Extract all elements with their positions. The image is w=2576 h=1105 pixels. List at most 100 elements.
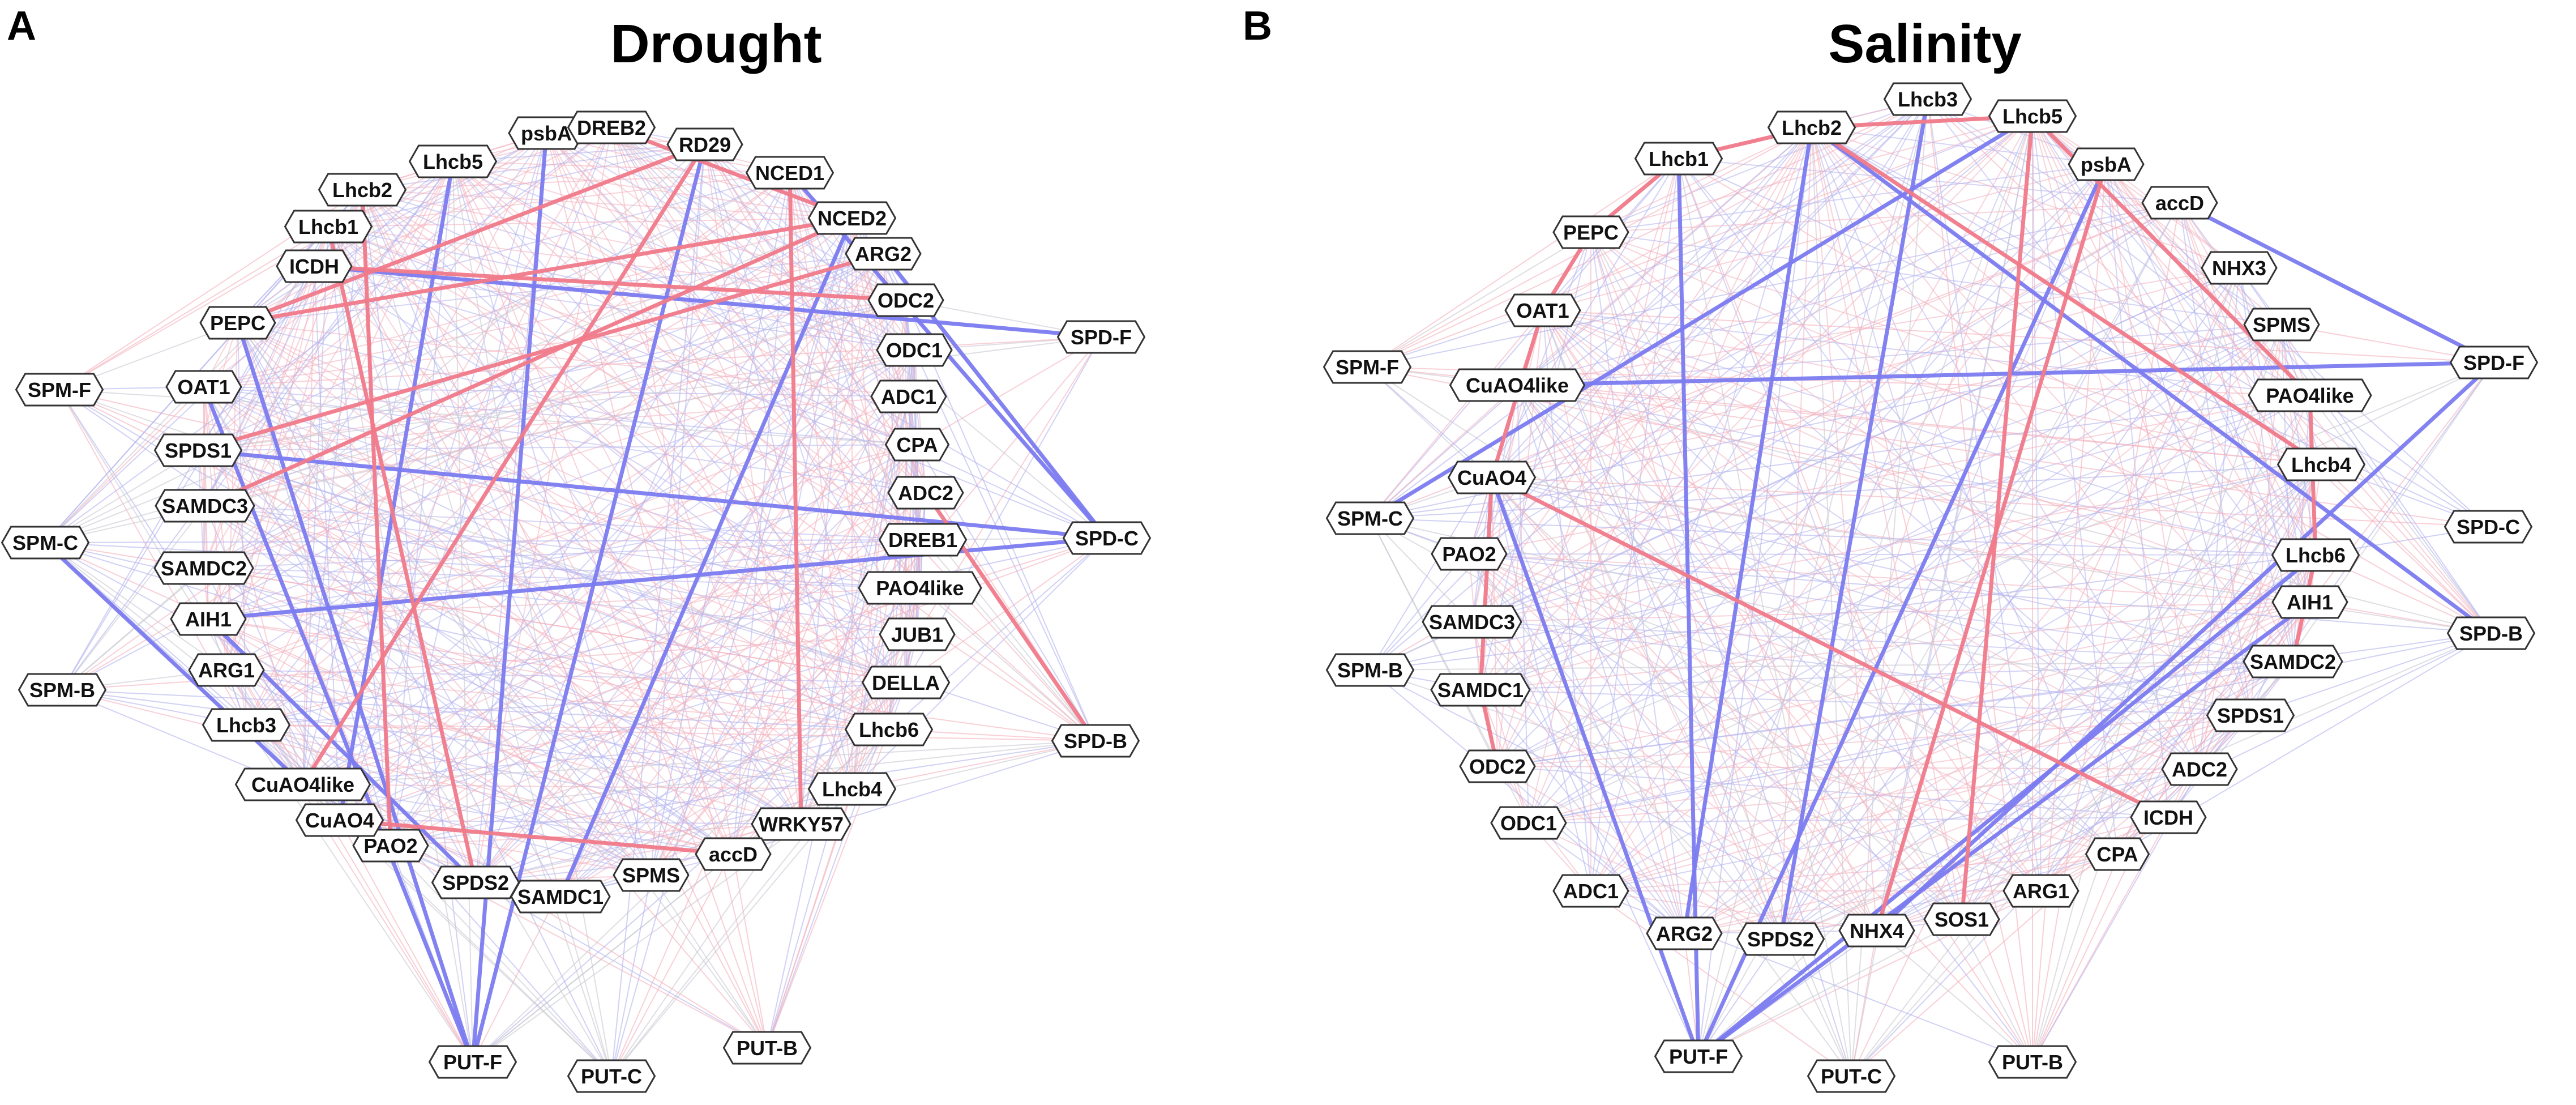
hub-edge bbox=[1370, 99, 1928, 671]
node-hexagon bbox=[807, 772, 897, 806]
node-adc1: ADC1 bbox=[870, 379, 947, 413]
thin-edge bbox=[302, 349, 915, 785]
thin-edge bbox=[1469, 553, 2310, 603]
node-spm-f: SPM-F bbox=[1323, 350, 1412, 384]
thin-edge bbox=[1590, 232, 2282, 325]
node-label: PUT-F bbox=[1669, 1045, 1728, 1068]
node-label: accD bbox=[709, 843, 758, 866]
thin-edge bbox=[328, 226, 923, 540]
thin-edge bbox=[237, 322, 926, 493]
hub-edge bbox=[1370, 661, 2293, 671]
thin-edge bbox=[1480, 601, 2310, 690]
node-hexagon bbox=[2130, 800, 2207, 834]
hub-edge bbox=[851, 740, 1096, 790]
node-label: SAMDC1 bbox=[517, 885, 604, 908]
hub-edge bbox=[472, 634, 918, 1063]
hub-edge bbox=[208, 618, 473, 1063]
strong-edge bbox=[1875, 361, 2496, 932]
node-label: SPM-B bbox=[1337, 659, 1403, 682]
strong-edge bbox=[237, 216, 853, 325]
node-odc1: ODC1 bbox=[876, 333, 953, 367]
thin-edge bbox=[546, 133, 853, 219]
thin-edge bbox=[1590, 232, 1877, 931]
node-spm-f: SPM-F bbox=[15, 373, 104, 407]
thin-edge bbox=[1480, 689, 1685, 934]
hub-edge bbox=[1780, 633, 2492, 940]
thin-edge bbox=[302, 492, 926, 785]
hub-edge bbox=[1517, 385, 1852, 1077]
thin-edge bbox=[314, 266, 918, 635]
node-hexagon bbox=[2161, 752, 2238, 786]
hub-edge bbox=[1367, 232, 1591, 368]
thin-edge bbox=[704, 144, 802, 825]
thin-edge bbox=[1491, 164, 2107, 478]
node-lhcb5: Lhcb5 bbox=[1988, 99, 2077, 133]
thin-edge bbox=[1590, 116, 2033, 233]
strong-edge bbox=[314, 264, 906, 302]
thin-edge bbox=[237, 322, 561, 897]
thin-edge bbox=[390, 682, 906, 846]
hub-edge bbox=[328, 226, 473, 1063]
thin-edge bbox=[914, 349, 926, 493]
node-hexagon bbox=[2444, 510, 2533, 544]
thin-edge bbox=[801, 217, 853, 825]
node-label: SPMS bbox=[622, 864, 680, 887]
panel-letter-a: A bbox=[7, 3, 36, 49]
node-psba: psbA bbox=[2068, 147, 2145, 181]
node-label: Lhcb5 bbox=[2002, 105, 2062, 128]
hub-edge bbox=[362, 189, 612, 1077]
strong-edge bbox=[1810, 126, 2493, 635]
node-pao4like: PAO4like bbox=[2248, 378, 2372, 412]
node-hexagon bbox=[2248, 378, 2372, 412]
hub-edge bbox=[2321, 464, 2492, 634]
thin-edge bbox=[1927, 99, 2042, 891]
thin-edge bbox=[302, 127, 612, 785]
thin-edge bbox=[1542, 310, 2169, 818]
node-label: CPA bbox=[2096, 843, 2138, 866]
thin-edge bbox=[237, 172, 790, 323]
thin-edge bbox=[1590, 232, 2322, 465]
thin-edge bbox=[2032, 116, 2118, 855]
node-label: SPM-B bbox=[29, 679, 95, 702]
hub-edge bbox=[1851, 930, 1877, 1077]
strong-edge bbox=[326, 226, 478, 883]
node-hexagon bbox=[2068, 147, 2145, 181]
hub-edge bbox=[62, 161, 453, 690]
hub-edge bbox=[1370, 554, 2316, 671]
node-label: ICDH bbox=[2143, 806, 2193, 829]
thin-edge bbox=[1590, 232, 1685, 934]
node-spm-b: SPM-B bbox=[18, 673, 107, 707]
thin-edge bbox=[204, 505, 923, 540]
node-label: SPD-F bbox=[2463, 351, 2524, 374]
thin-edge bbox=[390, 253, 884, 846]
node-label: SPMS bbox=[2253, 313, 2310, 336]
node-label: SPDS2 bbox=[1747, 928, 1814, 951]
thin-edge bbox=[328, 226, 889, 730]
node-label: SPM-F bbox=[1336, 356, 1399, 379]
thin-edge bbox=[1542, 310, 2293, 662]
hub-edge bbox=[1370, 158, 1679, 519]
node-hexagon bbox=[1552, 874, 1629, 908]
hub-edge bbox=[1370, 464, 2322, 519]
node-cpa: CPA bbox=[2085, 837, 2150, 871]
node-della: DELLA bbox=[861, 665, 951, 699]
thin-edge bbox=[1876, 854, 2118, 931]
hub-edge bbox=[2032, 267, 2240, 1063]
hub-edge bbox=[246, 537, 1107, 726]
thin-edge bbox=[226, 444, 918, 671]
node-label: SPD-C bbox=[2457, 515, 2520, 539]
node-samdc3: SAMDC3 bbox=[1422, 605, 1522, 639]
node-label: PAO4like bbox=[876, 577, 964, 600]
node-hexagon bbox=[1883, 82, 1972, 116]
node-accd: accD bbox=[695, 837, 772, 871]
node-hexagon bbox=[870, 379, 947, 413]
node-pao2: PAO2 bbox=[1431, 537, 1508, 571]
hub-edge bbox=[246, 724, 1096, 741]
node-hexagon bbox=[1988, 1045, 2077, 1079]
thin-edge bbox=[237, 322, 476, 883]
thin-edge bbox=[733, 253, 884, 855]
thin-edge bbox=[1491, 477, 1591, 891]
hub-edge bbox=[767, 396, 909, 1048]
node-label: CuAO4like bbox=[1466, 374, 1569, 397]
strong-edge bbox=[1676, 158, 1701, 1057]
